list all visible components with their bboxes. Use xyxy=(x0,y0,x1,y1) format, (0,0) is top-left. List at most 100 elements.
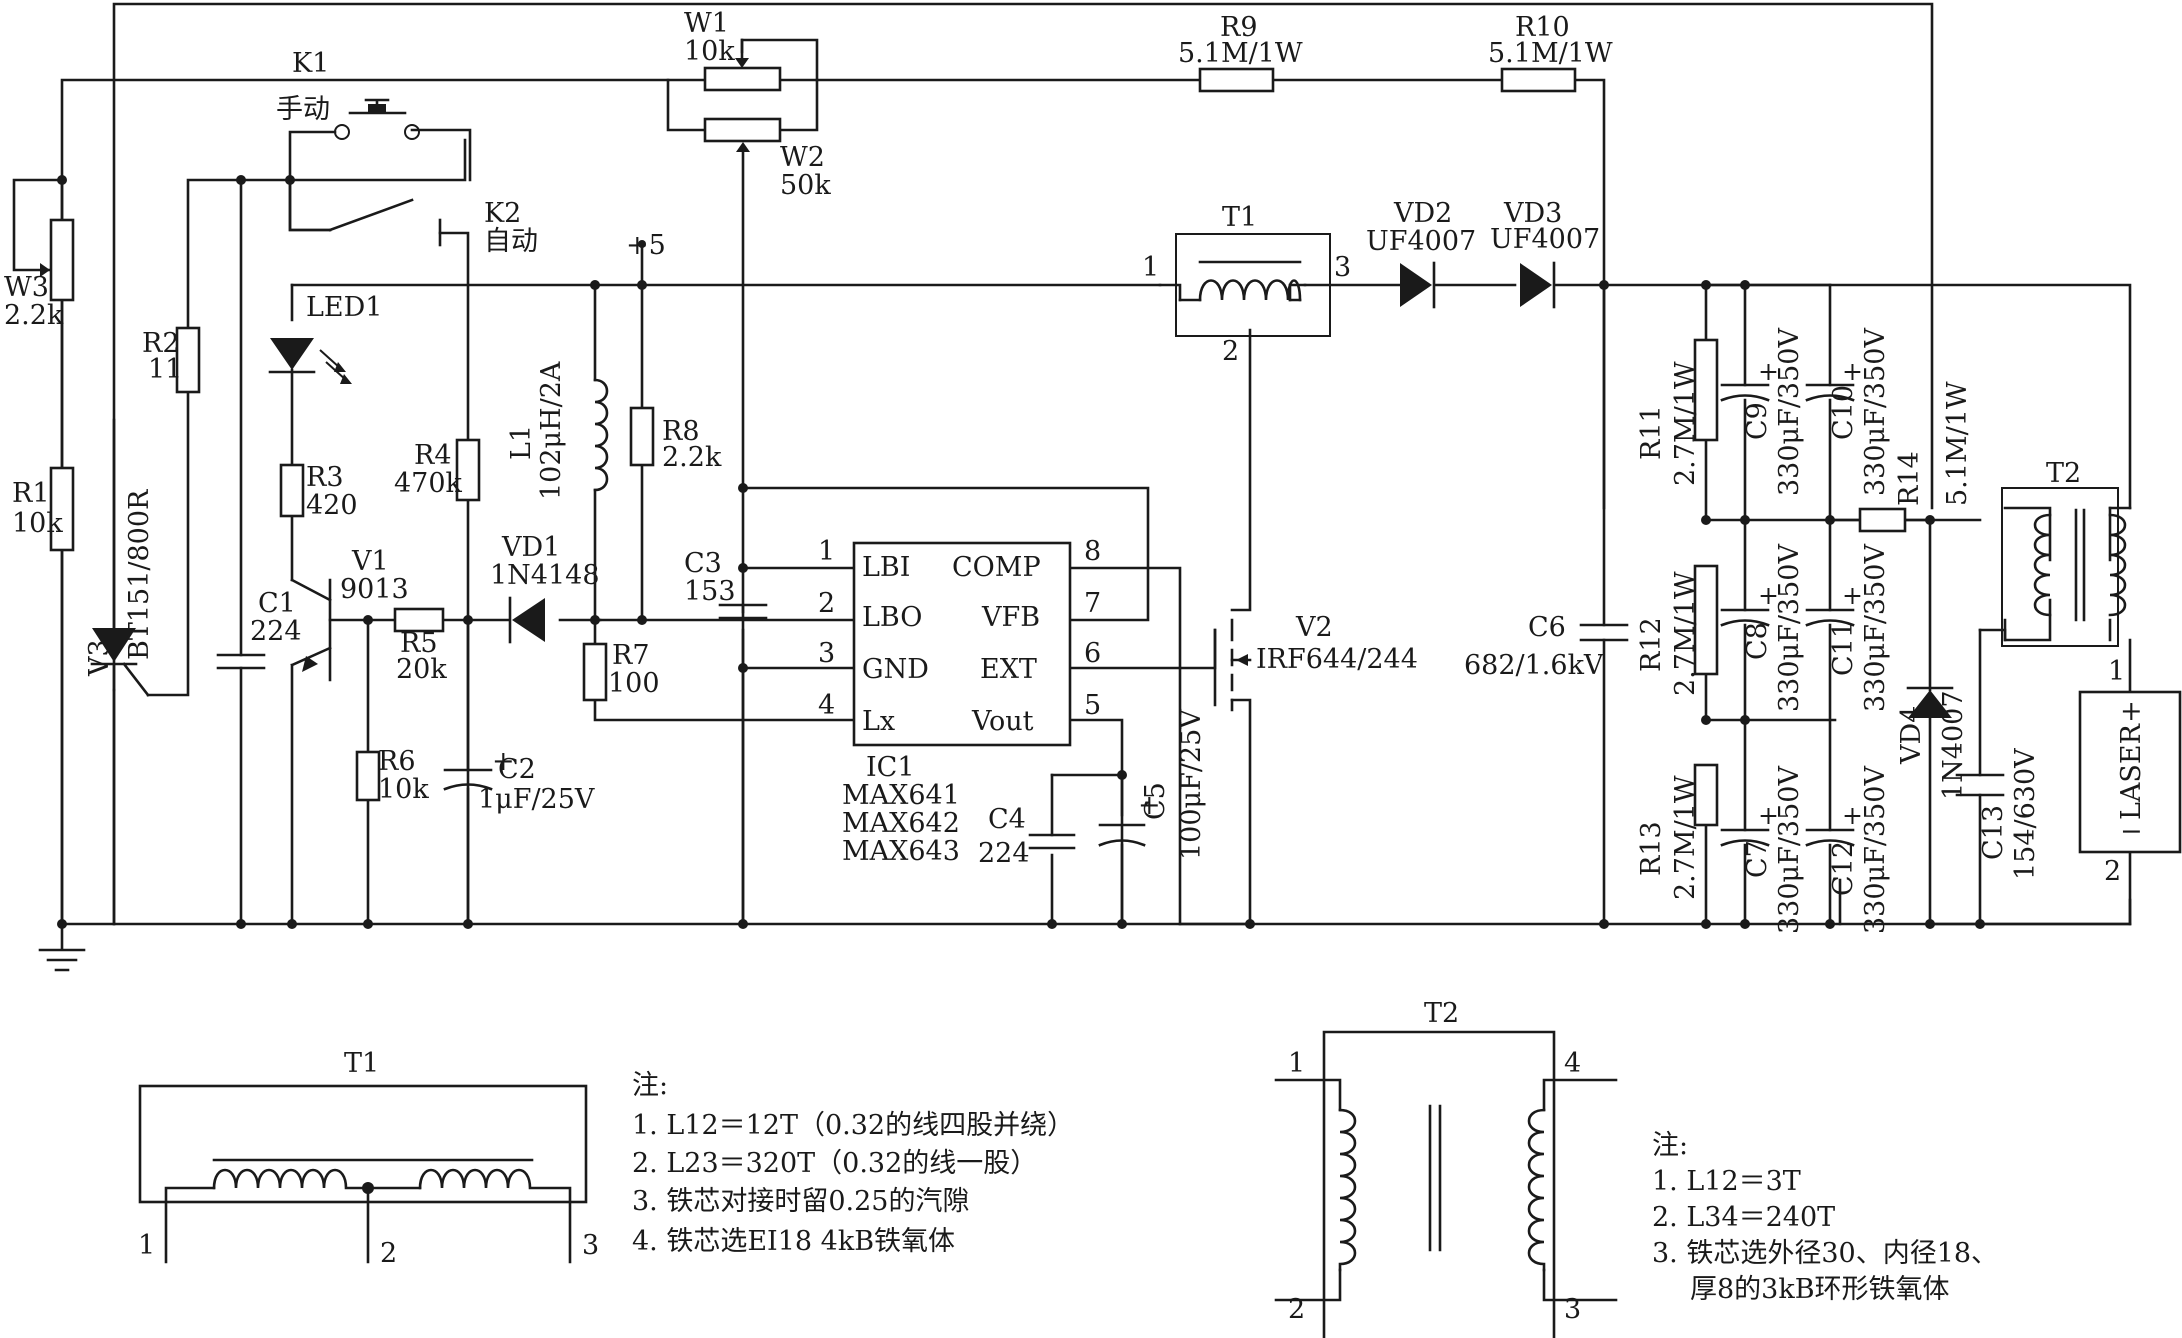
resistor-r10 xyxy=(1500,67,1577,93)
label-r5-value: 20k xyxy=(396,654,447,685)
label-w3-value: 2.2k xyxy=(4,300,64,331)
label-auto: 自动 xyxy=(484,226,538,257)
label-c12: C12 xyxy=(1828,841,1859,896)
label-ic-pin3: 3 xyxy=(818,638,835,669)
pot-w3 xyxy=(40,218,75,302)
capacitor-c1 xyxy=(216,653,266,670)
label-v3: V3 xyxy=(84,639,115,677)
label-r9-value: 5.1M/1W xyxy=(1178,38,1303,69)
mosfet-v2 xyxy=(1213,618,1252,712)
label-w2-value: 50k xyxy=(780,170,831,201)
resistor-r14 xyxy=(1858,507,1907,533)
ground-icon xyxy=(38,922,86,972)
label-r2: R2 xyxy=(142,328,180,359)
auto-switch-k2 xyxy=(328,198,442,247)
label-c13-value: 154/630V xyxy=(2010,748,2041,880)
label-manual: 手动 xyxy=(276,94,330,125)
label-r8-value: 2.2k xyxy=(662,442,722,473)
diode-vd4 xyxy=(1906,686,1954,718)
t2-note-1: 1. L12＝3T xyxy=(1652,1166,1801,1197)
label-t2: T2 xyxy=(2046,458,2081,489)
label-vd4: VD4 xyxy=(1896,706,1927,765)
label-c3-value: 153 xyxy=(684,576,736,607)
label-ic-pin1: 1 xyxy=(818,536,835,567)
label-t1: T1 xyxy=(1222,202,1257,233)
label-c8-value: 330μF/350V xyxy=(1774,544,1805,712)
label-l1: L1 xyxy=(506,425,537,460)
capacitor-c2 xyxy=(443,768,493,791)
label-r12-value: 2.7M/1W xyxy=(1670,571,1701,696)
label-r6-value: 10k xyxy=(378,774,429,805)
t1-note-3: 3. 铁芯对接时留0.25的汽隙 xyxy=(632,1186,969,1217)
label-vd1: VD1 xyxy=(501,532,560,563)
label-c2-plus: + xyxy=(492,746,515,777)
label-v2-value: IRF644/244 xyxy=(1256,644,1418,675)
label-laser-minus: − xyxy=(2120,816,2143,847)
label-c8: C8 xyxy=(1742,622,1773,660)
t1-detail: T1 1 2 3 xyxy=(138,1048,599,1269)
label-c11-plus: + xyxy=(1842,581,1863,610)
laser-module xyxy=(2078,690,2182,854)
label-c4-value: 224 xyxy=(978,838,1030,869)
label-c12-value: 330μF/350V xyxy=(1860,766,1891,934)
t2-note-4: 厚8的3kB环形铁氧体 xyxy=(1690,1274,1950,1305)
capacitor-c10 xyxy=(1805,383,1855,402)
label-led1: LED1 xyxy=(306,292,382,323)
resistor-r7 xyxy=(582,642,608,702)
label-k1: K1 xyxy=(292,48,329,79)
transformer-t1 xyxy=(1175,233,1331,337)
resistor-r13 xyxy=(1693,763,1719,827)
label-ic-model1: MAX641 xyxy=(842,780,960,811)
capacitor-c5 xyxy=(1098,823,1146,847)
label-ic-model3: MAX643 xyxy=(842,836,960,867)
capacitor-c4 xyxy=(1028,833,1076,850)
label-r13-value: 2.7M/1W xyxy=(1670,775,1701,900)
label-vd1-value: 1N4148 xyxy=(490,560,600,591)
t1-note-heading: 注: xyxy=(632,1070,668,1101)
label-c10: C10 xyxy=(1828,385,1859,440)
capacitor-c3 xyxy=(718,603,768,620)
label-c11: C11 xyxy=(1828,621,1859,676)
label-ic-model2: MAX642 xyxy=(842,808,960,839)
label-c10-value: 330μF/350V xyxy=(1860,328,1891,496)
label-r10-value: 5.1M/1W xyxy=(1488,38,1613,69)
label-r7: R7 xyxy=(612,640,650,671)
label-r1: R1 xyxy=(12,478,50,509)
label-ic-pin7: 7 xyxy=(1084,588,1101,619)
capacitor-c12 xyxy=(1805,828,1855,847)
t2-detail: T2 1 2 3 4 xyxy=(1274,998,1618,1338)
resistor-r5 xyxy=(393,607,445,633)
junction-dots xyxy=(57,175,1985,929)
label-c5: C5 xyxy=(1140,782,1171,820)
inductor-l1 xyxy=(593,378,609,492)
component-labels: K1 手动 K2 自动 W1 10k W2 50k R9 5.1M/1W R10… xyxy=(4,8,2147,934)
label-c1-value: 224 xyxy=(250,616,302,647)
label-ic-ext: EXT xyxy=(980,654,1037,685)
label-v2: V2 xyxy=(1295,612,1333,643)
label-r3: R3 xyxy=(306,462,344,493)
t2-notes: 注: 1. L12＝3T 2. L34＝240T 3. 铁芯选外径30、内径18… xyxy=(1652,1130,1998,1305)
t2-detail-pin3: 3 xyxy=(1564,1294,1581,1325)
label-laser-pin2: 2 xyxy=(2104,856,2121,887)
label-r4-value: 470k xyxy=(394,468,463,499)
t1-detail-pin3: 3 xyxy=(582,1230,599,1261)
label-ic-pin5: 5 xyxy=(1084,690,1101,721)
label-ic-lbi: LBI xyxy=(862,552,910,583)
label-r1-value: 10k xyxy=(12,508,63,539)
resistor-r2 xyxy=(175,326,201,394)
label-c3: C3 xyxy=(684,548,722,579)
label-ic-lx: Lx xyxy=(862,706,895,737)
label-v3-value: BT151/800R xyxy=(124,489,155,660)
label-ic-vfb: VFB xyxy=(981,602,1040,633)
label-k2: K2 xyxy=(484,198,521,229)
resistor-r12 xyxy=(1693,564,1719,676)
scr-v3 xyxy=(90,628,150,697)
label-ic-pin4: 4 xyxy=(818,690,835,721)
label-c7: C7 xyxy=(1742,840,1773,878)
label-vd4-value: 1N4007 xyxy=(1938,690,1969,800)
resistor-r4 xyxy=(455,438,481,502)
label-r13: R13 xyxy=(1636,821,1667,876)
label-c9-value: 330μF/350V xyxy=(1774,328,1805,496)
transistor-v1 xyxy=(302,656,318,672)
